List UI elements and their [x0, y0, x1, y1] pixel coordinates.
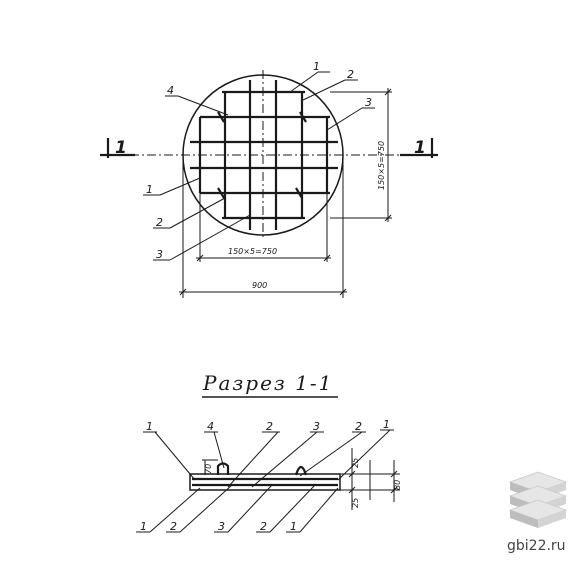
section-marker-left: 1: [100, 138, 135, 158]
dim-top-label: 25: [351, 458, 360, 468]
callout-top-2: 2: [347, 68, 354, 81]
watermark: gbi22.ru: [507, 471, 568, 554]
slab-section-body: [189, 473, 341, 491]
section-top-callout-1: 1: [146, 420, 153, 433]
callout-top-1: 1: [313, 60, 320, 73]
callout-left-1: 1: [146, 183, 153, 196]
section-callouts-top: 1 4 2 3 2 1: [143, 418, 394, 488]
dim-loop-height: 70: [202, 459, 218, 475]
section-bottom-callout-2: 2: [170, 520, 177, 533]
section-marker-right: 1: [400, 138, 438, 158]
callout-top-3: 3: [365, 96, 372, 109]
plan-callouts-top: 1 2 3 4: [165, 60, 375, 131]
section-view: Разрез 1-1 1 4 2 3 2: [136, 371, 402, 533]
watermark-logo: [508, 471, 568, 528]
callout-left-2: 2: [156, 216, 163, 229]
dim-diameter: 900: [179, 155, 347, 298]
section-bottom-callout-5: 1: [290, 520, 297, 533]
section-top-callout-4: 3: [313, 420, 320, 433]
plan-view: 1 1 1 2 3 4 1: [100, 60, 438, 298]
watermark-site: gbi22.ru: [507, 538, 566, 554]
section-title: Разрез 1-1: [202, 371, 333, 395]
section-bottom-callout-4: 2: [260, 520, 267, 533]
dim-vertical-grid-label: 150×5=750: [377, 141, 386, 190]
section-top-callout-5: 2: [355, 420, 362, 433]
callout-top-4: 4: [167, 84, 174, 97]
section-callouts-bottom: 1 2 3 2 1: [136, 484, 339, 533]
section-top-callout-3: 2: [266, 420, 273, 433]
plan-callouts-left: 1 2 3: [143, 177, 251, 261]
callout-left-3: 3: [156, 248, 163, 261]
section-bottom-callout-1: 1: [140, 520, 147, 533]
section-mark-right-label: 1: [414, 138, 426, 158]
dim-loop-label: 70: [204, 464, 213, 474]
dim-horizontal-grid-label: 150×5=750: [228, 247, 277, 256]
dim-vertical-grid: 150×5=750: [330, 88, 392, 222]
dim-bottom-label: 25: [351, 498, 360, 508]
dim-section-right: 25 25 80: [340, 448, 402, 510]
dim-thickness-label: 80: [393, 480, 402, 490]
section-bottom-callout-3: 3: [218, 520, 225, 533]
section-top-callout-6: 1: [383, 418, 390, 431]
lifting-loops: [217, 111, 307, 199]
mesh-horizontal-bars: [190, 90, 338, 220]
section-top-callout-2: 4: [207, 420, 214, 433]
section-mark-left-label: 1: [115, 138, 127, 158]
dim-diameter-label: 900: [252, 281, 267, 290]
dim-horizontal-grid: 150×5=750: [196, 193, 331, 262]
